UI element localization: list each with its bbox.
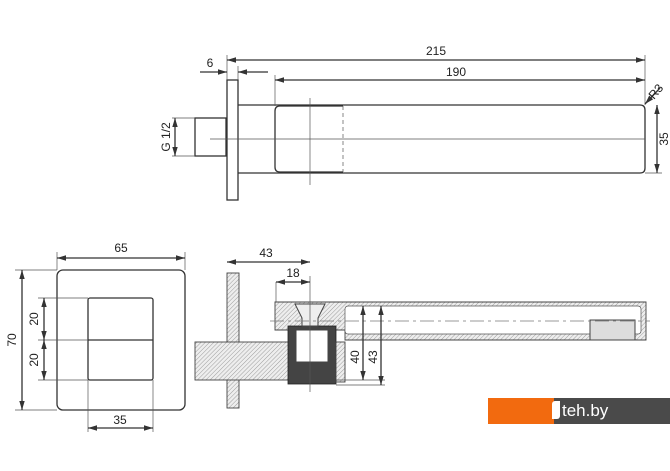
thread-connector: [194, 117, 227, 157]
dim-70-label: 70: [5, 333, 19, 347]
aerator: [589, 319, 636, 341]
watermark-logo: teh.by: [488, 398, 670, 424]
dim-r3-label: R3: [646, 81, 667, 102]
wall-flange: [226, 79, 239, 201]
dim-40-label: 40: [348, 350, 362, 364]
dim-215-label: 215: [426, 44, 446, 58]
front-view: 65 70 20 20 35: [5, 241, 186, 432]
spout-face: [87, 297, 154, 381]
dim-6-label: 6: [207, 56, 214, 70]
dim-65-label: 65: [114, 241, 128, 255]
logo-text: teh.by: [562, 401, 609, 420]
logo-orange-bar: [488, 398, 554, 424]
side-section-view: 43 18 40 43: [194, 246, 650, 409]
top-view: 215 190 6 R3 35 G 1/2: [159, 44, 670, 201]
dim-35-front-label: 35: [113, 413, 127, 427]
dim-43-height-label: 43: [366, 350, 380, 364]
logo-mark-icon: [552, 401, 560, 419]
mounting-plate: [226, 272, 240, 409]
dim-20-lower-label: 20: [27, 353, 41, 367]
dim-20-upper-label: 20: [27, 312, 41, 326]
dim-190-label: 190: [446, 65, 466, 79]
dim-43-depth-label: 43: [259, 246, 273, 260]
inlet-pipe: [194, 341, 291, 381]
dim-18-label: 18: [286, 266, 300, 280]
dim-35-label: 35: [657, 132, 670, 146]
dim-thread-label: G 1/2: [159, 122, 173, 152]
